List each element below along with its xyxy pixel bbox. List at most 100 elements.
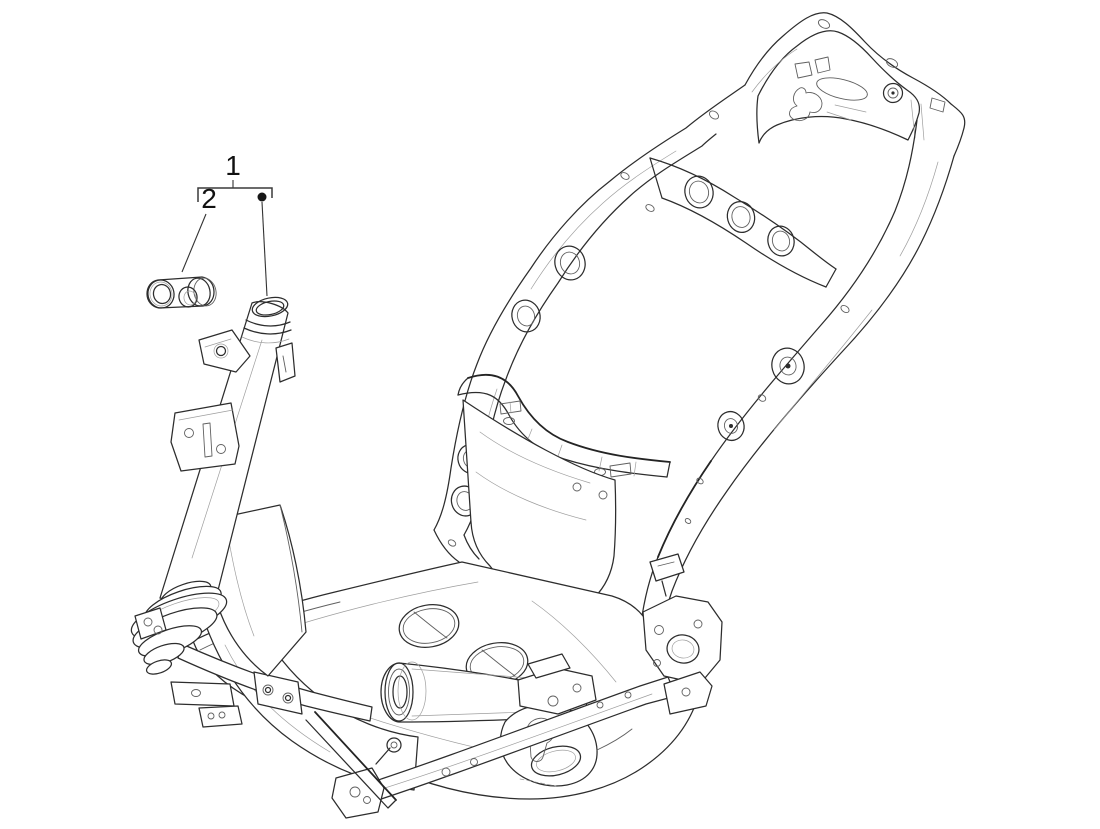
bracket-opening xyxy=(666,634,700,664)
bracket-hole xyxy=(693,619,703,629)
bolt-head-inner xyxy=(887,87,899,99)
front-rail-bracket xyxy=(253,671,303,715)
cross-tube-flange xyxy=(397,661,427,721)
foot-plate-hole xyxy=(207,712,215,720)
steering-head-tube xyxy=(130,296,296,675)
bushing-side-cutout xyxy=(178,286,198,308)
channel-clip-divider xyxy=(509,401,512,414)
yoke-interior-detail xyxy=(794,56,831,79)
fork-stop-hole xyxy=(153,625,163,635)
foot-hole xyxy=(349,786,361,798)
yoke-outer-edge xyxy=(744,12,966,157)
right-rail-flange-lines xyxy=(773,161,939,431)
right-rail-accent-edge xyxy=(657,460,712,558)
channel-hatching xyxy=(525,428,637,477)
rod-upper-edge xyxy=(314,711,397,801)
callout-1-point-marker xyxy=(257,192,267,202)
callout-2-label[interactable]: 2 xyxy=(201,183,217,214)
rail-boss-ring xyxy=(771,347,805,385)
callout-bracket xyxy=(197,187,273,202)
yoke-interior-blob xyxy=(789,87,823,122)
left-rail-floor-merge xyxy=(433,529,480,563)
bracket-flag-tab xyxy=(649,553,685,582)
left-rail-outer-edge xyxy=(433,84,746,531)
rod-lower-edge xyxy=(305,719,397,809)
channel-top-lip xyxy=(467,373,671,463)
right-rail-inner-edge xyxy=(640,119,918,624)
bushing-cutout-inner xyxy=(183,290,197,306)
rail-boss-ring-inner xyxy=(723,418,739,434)
fork-stop-hole xyxy=(143,617,153,627)
tunnel-wall-hole xyxy=(598,490,608,500)
tube-collar-ring xyxy=(243,327,292,335)
callout-2-leader-line xyxy=(181,213,207,273)
cross-tube-end-ring xyxy=(384,662,414,722)
tube-collar-ring xyxy=(245,319,291,327)
bushing-bore xyxy=(152,283,172,305)
callout-group-2[interactable]: 2 xyxy=(181,183,217,273)
stand-link-line xyxy=(596,728,633,751)
rail-right-foot xyxy=(663,671,713,715)
flag-tab-slot xyxy=(282,355,287,373)
rail-mid-line xyxy=(371,693,653,793)
callout-1-leader-line xyxy=(261,201,268,297)
rod-knob xyxy=(386,737,402,753)
foot-hole xyxy=(681,687,691,697)
kickstand-rod xyxy=(305,711,402,809)
yoke-wall-lines xyxy=(910,99,925,141)
rod-knob-inner xyxy=(390,741,398,749)
rail-boss-center xyxy=(785,363,791,369)
yoke-interior-slashes xyxy=(826,104,867,121)
yoke-left-hole xyxy=(708,110,720,120)
bushing-flange xyxy=(187,277,211,307)
stand-foot-slot-inner xyxy=(536,749,576,773)
horn-bracket-hole xyxy=(215,345,227,357)
horn-bracket xyxy=(198,329,251,373)
bushing-ring-shade xyxy=(149,281,173,307)
apron-gusset-plate xyxy=(205,504,307,677)
foot-plate-hole xyxy=(218,711,226,719)
rail-boss-ring xyxy=(717,410,745,442)
rod-lever xyxy=(375,747,391,765)
yoke-top-hole xyxy=(885,58,899,68)
bushing-left-ring xyxy=(147,279,175,309)
callout-1-label[interactable]: 1 xyxy=(225,150,241,181)
foot-hole xyxy=(363,796,371,804)
cross-tube-end-ring-mid xyxy=(388,668,410,716)
flag-tab-slot xyxy=(657,561,675,567)
stand-hidden-line xyxy=(519,778,557,787)
steering-bushing-part xyxy=(146,276,217,309)
cross-panel-bottom-edge xyxy=(661,197,827,288)
front-foot-plate xyxy=(170,681,235,707)
yoke-weld-tab xyxy=(929,97,946,113)
yoke-interior-oval xyxy=(816,77,868,101)
bracket-hole xyxy=(262,684,274,696)
yoke-inner-opening xyxy=(756,30,921,144)
front-foot-plate-lower xyxy=(198,705,243,728)
tube-top-bore xyxy=(255,300,285,316)
fork-stop-tab xyxy=(134,607,167,640)
yoke-left-flange-line xyxy=(751,48,798,93)
right-rail-small-holes xyxy=(684,304,850,524)
tube-top-opening xyxy=(251,296,289,318)
side-plate-edge xyxy=(178,409,234,421)
front-floor-rail xyxy=(170,643,373,728)
tunnel-wall-hole xyxy=(572,482,582,492)
tube-side-plate xyxy=(170,402,240,472)
channel-ends xyxy=(457,377,671,478)
bolt-head-outer xyxy=(882,82,904,104)
tunnel-wall-creases xyxy=(475,431,591,521)
tube-flag-tab xyxy=(275,342,296,383)
callout-group-1[interactable]: 1 xyxy=(197,150,273,297)
rear-subframe xyxy=(433,12,966,647)
flag-tab-stem xyxy=(661,580,667,597)
yoke-top-hole xyxy=(817,19,831,29)
floor-oval-hole xyxy=(398,604,460,648)
cross-panel-grommet-holes xyxy=(684,175,795,257)
horn-bracket-edge xyxy=(204,338,232,348)
right-rail-outer-edge xyxy=(658,155,955,647)
right-rail-bottom-bracket xyxy=(642,553,723,685)
bolt-center xyxy=(891,91,895,95)
